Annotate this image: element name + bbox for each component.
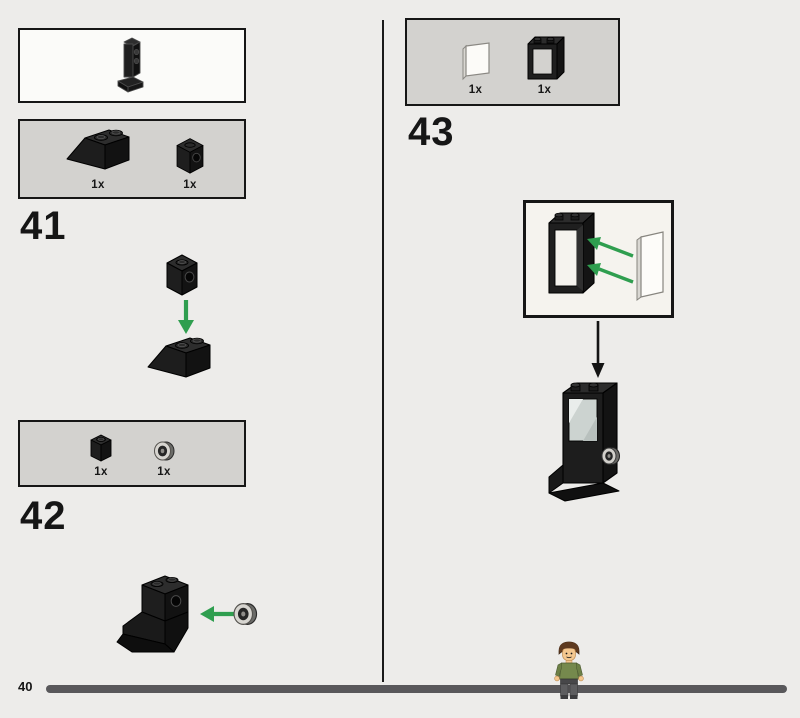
step-41-diagram bbox=[130, 248, 270, 388]
step-42-label: 42 bbox=[20, 494, 67, 538]
subassembly-42-icon bbox=[116, 575, 189, 653]
brick-1x1-icon bbox=[90, 434, 112, 462]
part-slot: 1x bbox=[151, 439, 177, 478]
part-count: 1x bbox=[468, 84, 483, 96]
progress-bar bbox=[46, 685, 787, 693]
part-slot: 1x bbox=[523, 31, 567, 96]
part-count: 1x bbox=[94, 466, 108, 478]
assembly-arrow-left-icon bbox=[200, 606, 234, 622]
step-43-model-icon bbox=[548, 382, 620, 502]
column-divider bbox=[382, 20, 384, 682]
step-42-parts-box: 1x 1x bbox=[18, 420, 246, 487]
white-panel-icon bbox=[462, 42, 490, 81]
subassembly-preview-icon bbox=[117, 37, 144, 92]
step-43-label: 43 bbox=[408, 110, 455, 154]
window-panel-insert-diagram bbox=[547, 211, 664, 301]
step-43-detail-box bbox=[523, 200, 674, 318]
minifig-head bbox=[562, 646, 576, 661]
step-42-diagram bbox=[112, 568, 282, 672]
minifig-torso bbox=[559, 662, 579, 680]
page-number: 40 bbox=[18, 679, 33, 694]
headlight-brick-icon bbox=[166, 254, 198, 296]
window-frame-icon bbox=[527, 36, 564, 80]
slope-brick-icon bbox=[66, 129, 130, 170]
step-43-parts-box: 1x 1x bbox=[405, 18, 620, 106]
part-count: 1x bbox=[537, 84, 552, 96]
knob-dial-icon bbox=[154, 441, 175, 461]
step-41-parts-box: 1x 1x bbox=[18, 119, 246, 199]
insert-arrow-icons bbox=[586, 236, 634, 284]
part-slot: 1x bbox=[459, 39, 493, 96]
part-slot: 1x bbox=[55, 124, 141, 191]
part-count: 1x bbox=[157, 466, 171, 478]
minifigure-icon bbox=[554, 641, 584, 699]
headlight-brick-icon bbox=[176, 138, 204, 174]
minifig-legs bbox=[560, 683, 569, 697]
part-slot: 1x bbox=[87, 431, 115, 478]
build-arrow-down-icon bbox=[591, 321, 605, 378]
step-41-label: 41 bbox=[20, 204, 67, 248]
part-count: 1x bbox=[91, 179, 105, 191]
part-count: 1x bbox=[183, 179, 197, 191]
part-slot: 1x bbox=[171, 134, 209, 191]
slope-brick-icon bbox=[147, 337, 211, 378]
knob-dial-icon bbox=[233, 603, 258, 625]
subassembly-preview-box bbox=[18, 28, 246, 103]
assembly-arrow-down-icon bbox=[178, 300, 194, 334]
